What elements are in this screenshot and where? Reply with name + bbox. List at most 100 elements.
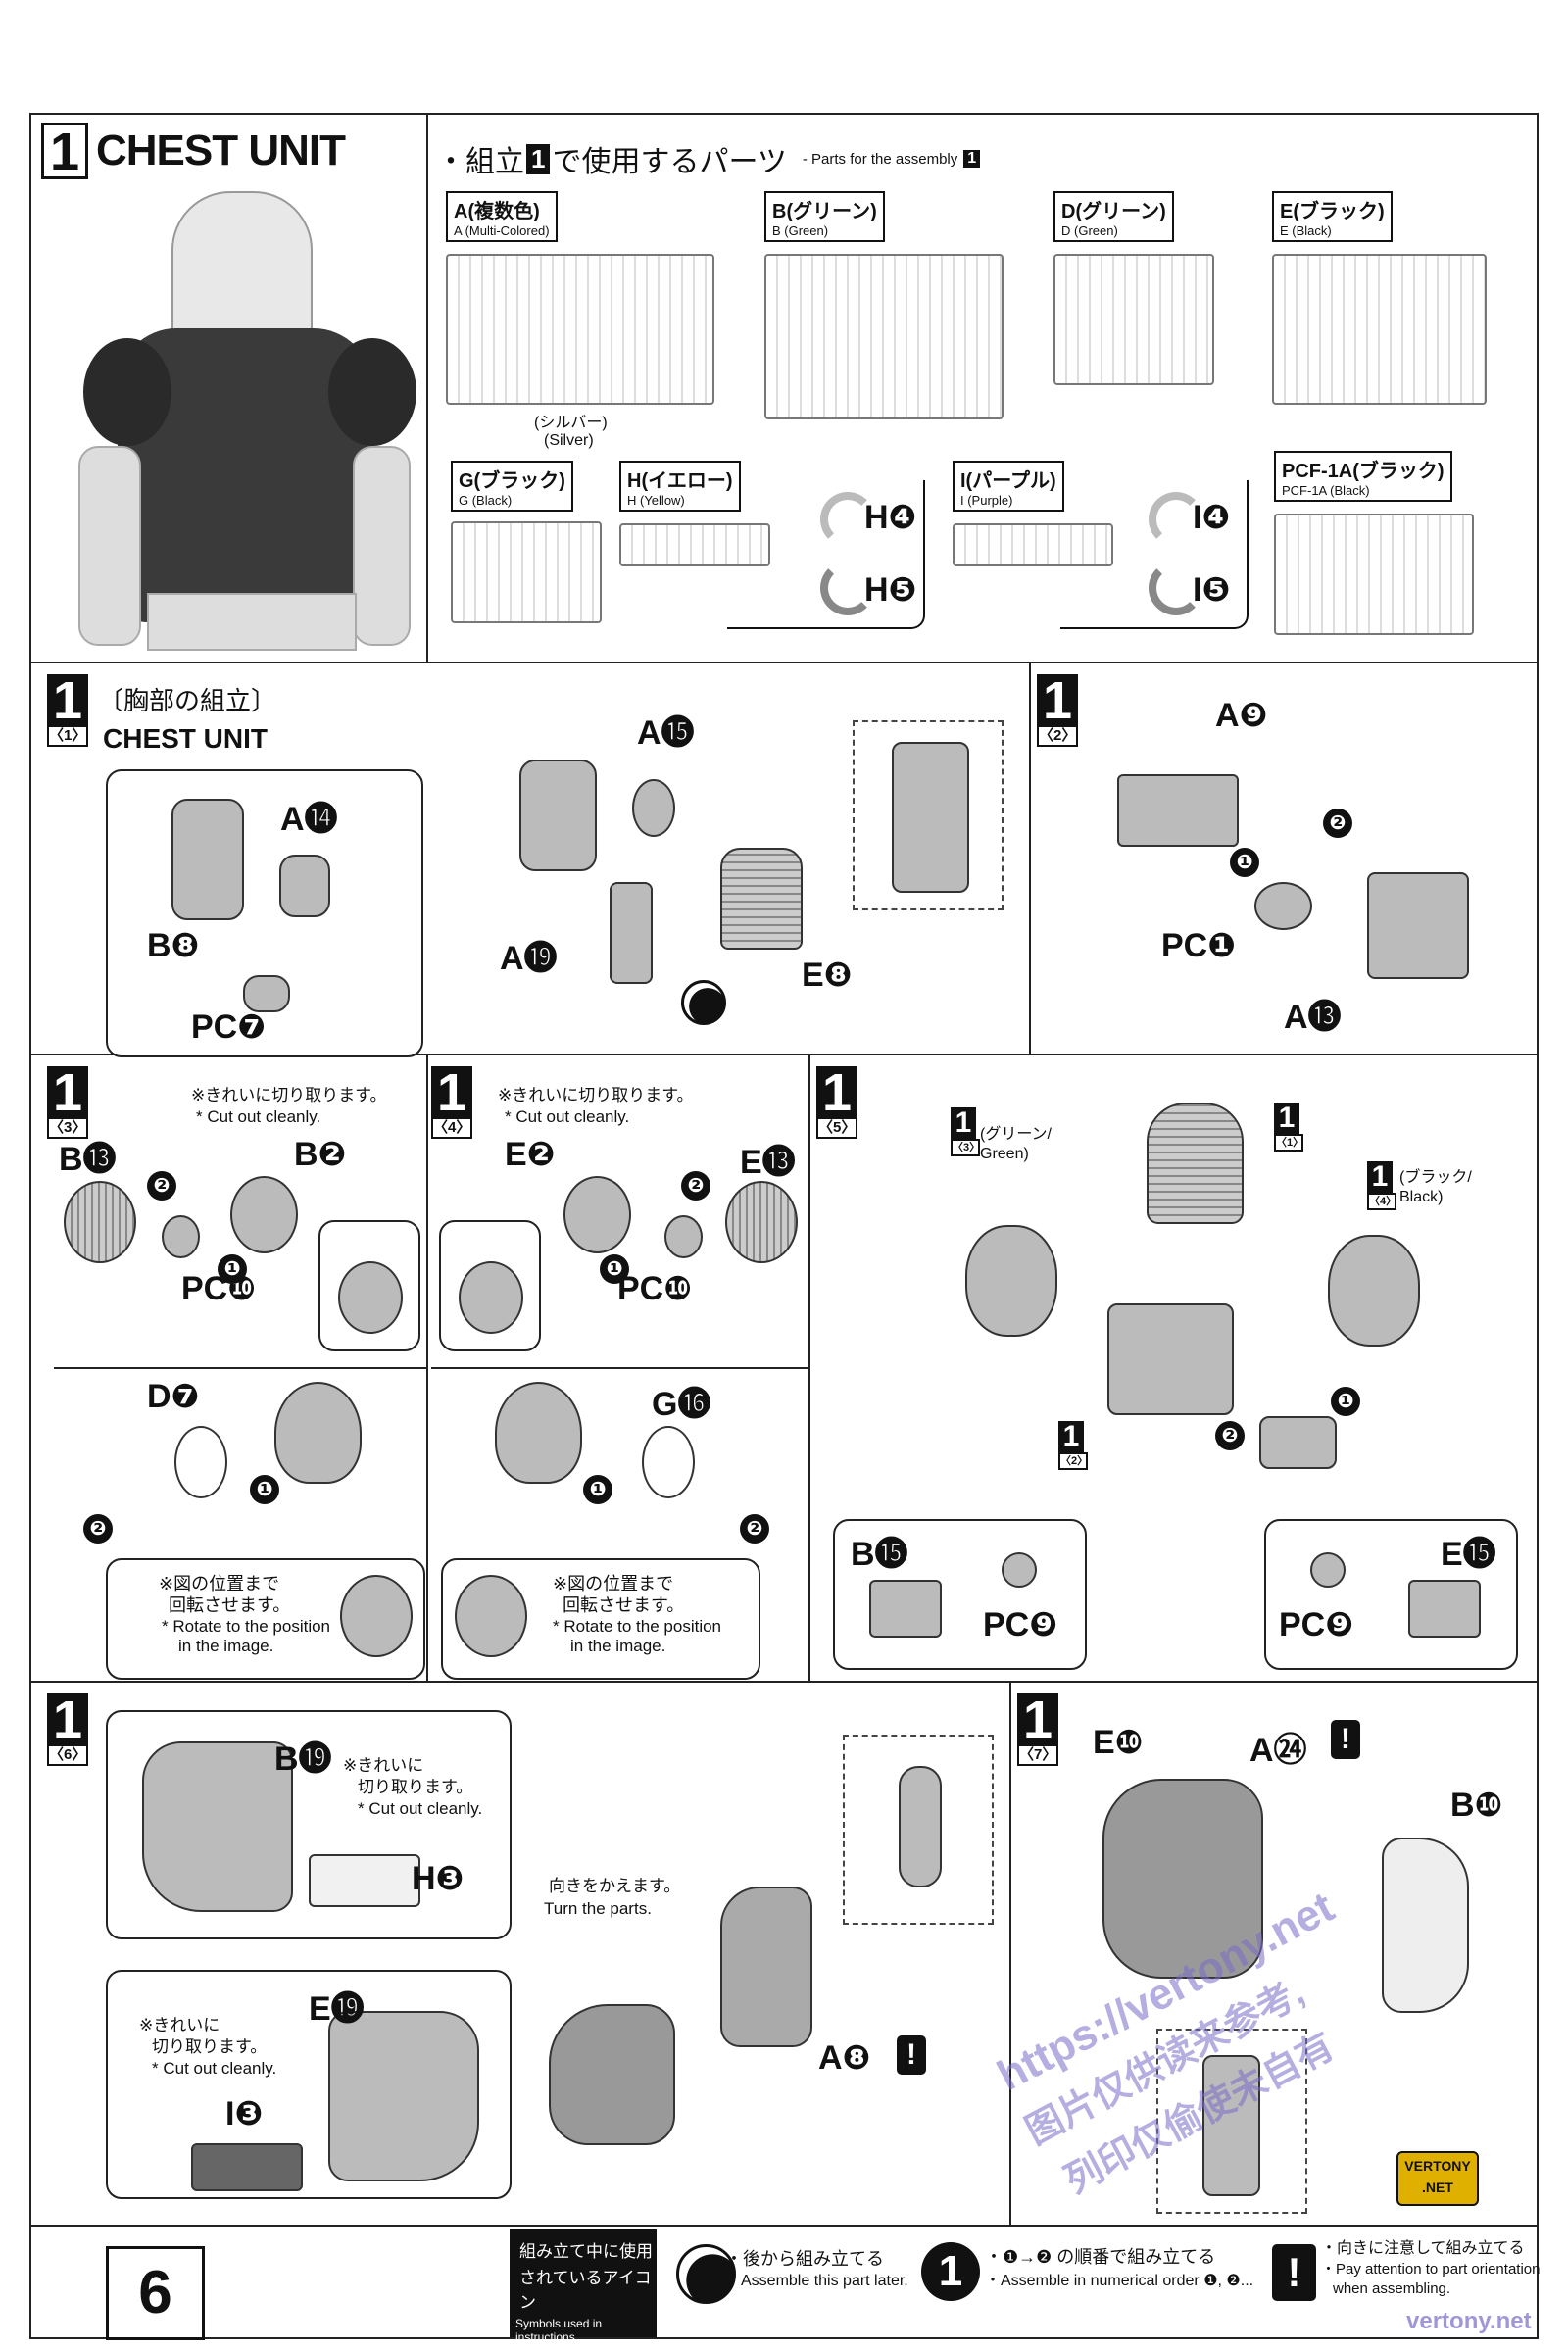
legend-attn-en1: ・Pay attention to part orientation (1321, 2261, 1541, 2278)
rotate-bubble: ※図の位置まで 回転させます。 * Rotate to the position… (441, 1558, 760, 1680)
divider (808, 1054, 810, 1681)
detail-bubble (318, 1220, 420, 1351)
legend-attn-en2: when assembling. (1333, 2280, 1451, 2297)
label-B13: B⓭ (59, 1141, 117, 1178)
divider (431, 1367, 808, 1369)
label-A8: A❽ (818, 2039, 871, 2077)
pc10-part (664, 1215, 703, 1258)
icons-legend-title: 組み立て中に使用 されているアイコン Symbols used in instr… (510, 2230, 657, 2344)
sprue-I: I(パープル) I (Purple) I❹ I❺ (953, 461, 1251, 637)
label-A9: A❾ (1215, 697, 1268, 734)
front-plate (1382, 1838, 1469, 2013)
section-title: CHEST UNIT (96, 126, 346, 174)
detail-bubble-bottom: E⓳ I❸ ※きれいに 切り取ります。 * Cut out cleanly. (106, 1970, 512, 2199)
divider (29, 662, 1539, 663)
legend-order-jp: ・❶→❷ の順番で組み立てる (985, 2247, 1216, 2267)
label-B8: B❽ (147, 927, 200, 964)
label-E13: E⓭ (740, 1144, 796, 1181)
divider (426, 1054, 428, 1681)
label-A14: A⓮ (280, 801, 338, 838)
ref-4-note: (ブラック/ Black) (1399, 1169, 1472, 1205)
turn-note-jp: 向きをかえます。 (549, 1877, 681, 1895)
cut-note-en: * Cut out cleanly. (505, 1107, 630, 1126)
sprue-E: E(ブラック) E (Black) (1272, 191, 1487, 405)
label-B15: B⓯ (851, 1536, 908, 1573)
peg-part (1259, 1416, 1337, 1469)
ring-part (642, 1426, 695, 1498)
assemble-later-icon (681, 980, 726, 1025)
detail-bubble (106, 769, 423, 1057)
ref-step-4: 1 〈4〉 (1367, 1161, 1396, 1210)
block-part (1367, 872, 1469, 979)
sprue-G: G(ブラック) G (Black) (451, 461, 602, 623)
sprue-B: B(グリーン) B (Green) (764, 191, 1004, 419)
reference-box (843, 1735, 994, 1925)
label-E8: E❽ (802, 956, 853, 994)
label-B2: B❷ (294, 1136, 347, 1173)
step-1-2-header: 1 〈2〉 (1037, 674, 1078, 747)
label-PC1: PC❶ (1161, 927, 1237, 964)
ball-part (632, 779, 675, 837)
order-arrow-2: ❷ (83, 1514, 113, 1544)
label-PC9: PC❾ (1279, 1606, 1354, 1643)
detail-bubble-left (833, 1519, 1087, 1670)
ref-step-3: 1 〈3〉 (951, 1107, 980, 1156)
rotate-bubble: ※図の位置まで 回転させます。 * Rotate to the position… (106, 1558, 425, 1680)
step-1-4-header: 1 〈4〉 (431, 1066, 472, 1139)
sprue-D: D(グリーン) D (Green) (1054, 191, 1214, 385)
step-1-1-header: 1 〈1〉 (47, 674, 88, 747)
step-1-7-header: 1 〈7〉 (1017, 1693, 1058, 1766)
torso-half (549, 2004, 675, 2145)
section-header: 1 CHEST UNIT (41, 122, 346, 179)
figure-illustration (59, 181, 416, 652)
sprue-A: A(複数色) A (Multi-Colored) (シルバー) (Silver) (446, 191, 714, 450)
divider (54, 1367, 426, 1369)
left-shoulder (965, 1225, 1057, 1337)
label-PC10: PC❿ (617, 1270, 693, 1307)
divider (29, 1054, 1539, 1055)
pc1-part (1254, 882, 1312, 930)
pc10-part (162, 1215, 200, 1258)
detail-bubble-top: B⓳ H❸ ※きれいに 切り取ります。 * Cut out cleanly. (106, 1710, 512, 1939)
attention-icon: ! (1331, 1720, 1360, 1759)
legend-later-en: ・Assemble this part later. (725, 2273, 908, 2289)
divider (1029, 662, 1031, 1054)
label-E15: E⓯ (1441, 1536, 1496, 1573)
cut-note-jp: ※きれいに切り取ります。 (498, 1086, 694, 1104)
parts-heading-en-num: 1 (963, 150, 981, 168)
order-arrow-1: ❶ (583, 1475, 612, 1504)
vertony-logo: VERTONY .NET (1396, 2151, 1479, 2206)
page-number: 6 (106, 2246, 205, 2340)
order-arrow-1: ❶ (600, 1254, 629, 1284)
cap-part (230, 1176, 298, 1253)
parts-heading-jp: ・組立 (436, 146, 524, 178)
step-number: 1 (41, 122, 88, 179)
ring-part (174, 1426, 227, 1498)
label-G16: G⓰ (652, 1386, 711, 1423)
sprue-PCF: PCF-1A(ブラック) PCF-1A (Black) (1274, 451, 1474, 635)
parts-heading-jp-post: で使用するパーツ (552, 146, 787, 178)
turn-note-en: Turn the parts. (544, 1899, 652, 1918)
assemble-later-icon (676, 2244, 736, 2304)
detail-bubble-right (1264, 1519, 1518, 1670)
order-arrow-1: ❶ (218, 1254, 247, 1284)
order-arrow-2: ❷ (681, 1171, 710, 1200)
parts-heading-num: 1 (526, 143, 551, 174)
shoulder-part (495, 1382, 582, 1484)
step-1-3-header: 1 〈3〉 (47, 1066, 88, 1139)
reference-box (1156, 2029, 1307, 2214)
step-1-6-header: 1 〈6〉 (47, 1693, 88, 1766)
divider (426, 113, 428, 662)
step-1-1-title-en: CHEST UNIT (103, 723, 268, 754)
step-1-5-header: 1 〈5〉 (816, 1066, 858, 1139)
spine-part (610, 882, 653, 984)
torso-assembled (720, 1886, 812, 2047)
back-plate (1102, 1779, 1263, 1979)
cap-part (564, 1176, 631, 1253)
label-E2: E❷ (505, 1136, 556, 1173)
step-1-1-title-jp: 〔胸部の組立〕 (98, 686, 277, 715)
order-arrow-1: ❶ (1331, 1387, 1360, 1416)
divider (29, 2225, 1539, 2227)
chest-core-part (519, 760, 597, 871)
right-shoulder (1328, 1235, 1420, 1347)
